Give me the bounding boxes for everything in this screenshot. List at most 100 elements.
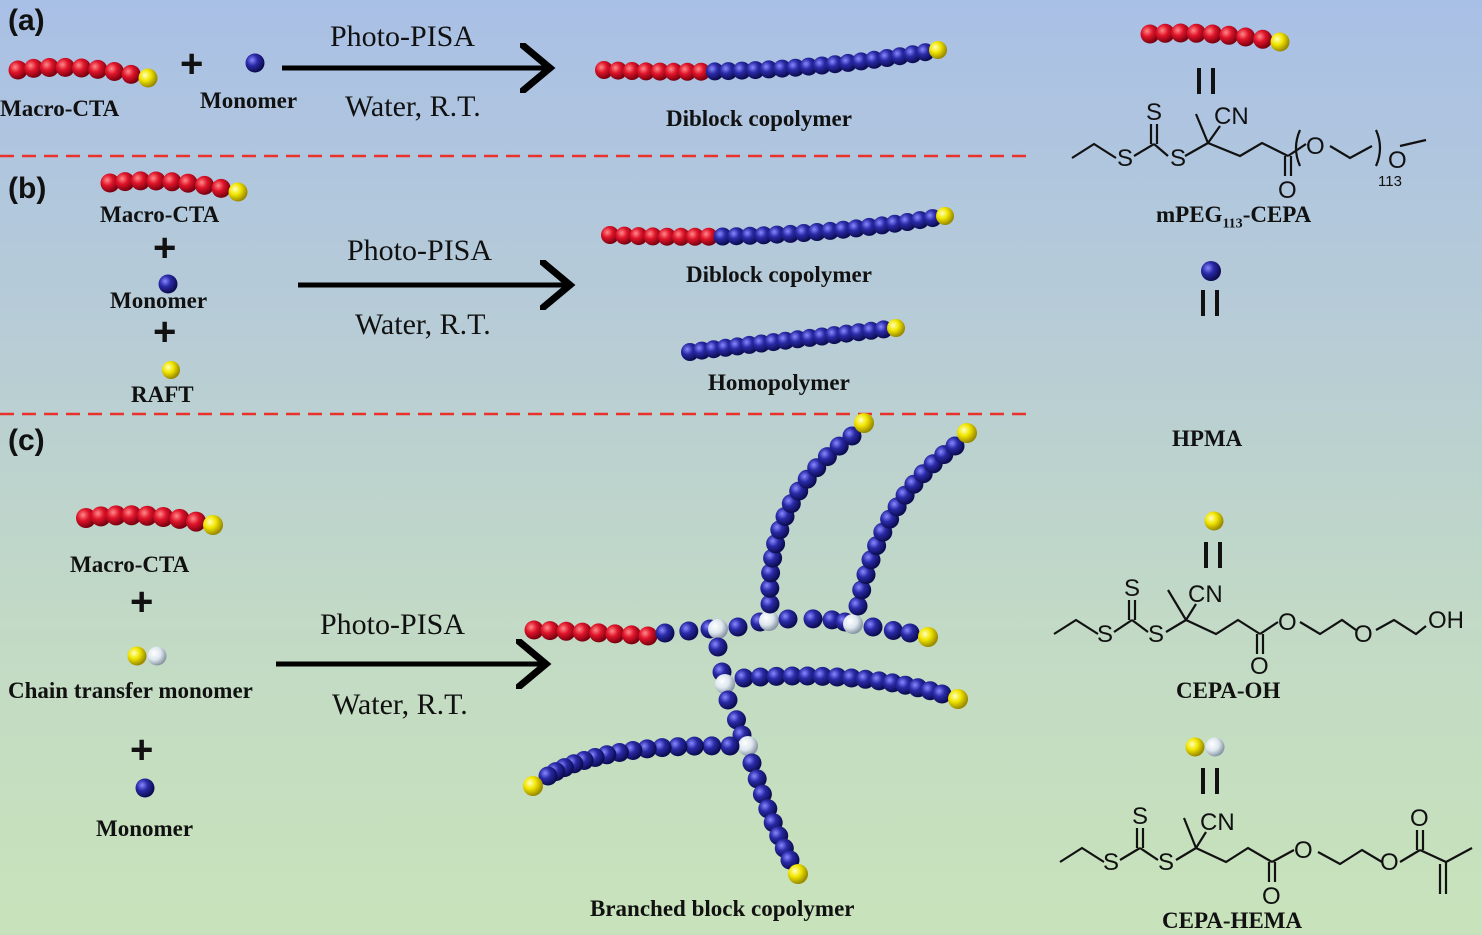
legend-equals-2 bbox=[1201, 290, 1219, 316]
panel-c-arm3-bead bbox=[932, 684, 952, 704]
cepa-oh-atom-o2: O bbox=[1250, 653, 1269, 680]
panel-c-branch-point bbox=[715, 674, 735, 694]
panel-c-branched-blue-bead bbox=[728, 617, 748, 637]
legend-monomer bbox=[1201, 261, 1221, 281]
panel-c-arm4-end bbox=[523, 776, 543, 796]
panel-c-macro-cta-label: Macro-CTA bbox=[70, 552, 190, 577]
panel-c-macro-cta-bead bbox=[137, 505, 158, 526]
panel-c-backbone-bead bbox=[718, 690, 738, 710]
panel-a-macro-cta-bead bbox=[39, 58, 59, 77]
panel-a-macro-cta-bead bbox=[138, 68, 158, 88]
cepa-hema-atom-o3: O bbox=[1380, 849, 1399, 876]
legend-macro-cta-bead bbox=[1186, 23, 1206, 43]
cepa-hema-atom-cn: CN bbox=[1200, 809, 1235, 836]
panel-c-arm4-bead bbox=[668, 737, 688, 757]
panel-c-branch-point bbox=[708, 619, 728, 639]
panel-c-arm2-bead bbox=[945, 436, 965, 456]
panel-c-arm3-bead bbox=[750, 667, 770, 687]
panel-c-arm2-bead bbox=[856, 565, 876, 585]
panel-a-diblock-bead bbox=[637, 62, 655, 81]
panel-a-macro-cta-bead bbox=[88, 59, 108, 79]
panel-c-branched-end bbox=[918, 627, 938, 647]
legend-equals-1 bbox=[1197, 68, 1215, 94]
cepa-oh-atom-o1: O bbox=[1278, 609, 1297, 636]
panel-b-diblock-bead bbox=[686, 227, 704, 246]
cepa-hema-atom-s3: S bbox=[1158, 849, 1174, 876]
panel-b-diblock-bead bbox=[768, 225, 786, 244]
panel-b-diblock-bead bbox=[713, 227, 732, 246]
panel-c-backbone-bead bbox=[727, 710, 746, 730]
panel-a-diblock-bead bbox=[705, 62, 724, 81]
panel-a-diblock-bead bbox=[799, 57, 818, 76]
panel-b-diblock-bead bbox=[794, 224, 813, 242]
panel-c-arm3-bead bbox=[827, 667, 847, 687]
panel-c-arm2-bead bbox=[848, 596, 868, 616]
legend-macro-cta-bead bbox=[1219, 25, 1239, 45]
panel-c-arm5-bead bbox=[752, 784, 772, 804]
panel-b-diblock-bead bbox=[643, 227, 662, 246]
legend-cepa-oh-label: CEPA-OH bbox=[1176, 678, 1281, 703]
panel-c-arm4-bead bbox=[720, 736, 740, 756]
panel-c-arm4-bead bbox=[702, 736, 722, 756]
panel-b-diblock-bead bbox=[754, 226, 773, 245]
panel-c-branched-blue-bead bbox=[655, 623, 675, 643]
panel-b-monomer-label: Monomer bbox=[110, 288, 208, 313]
panel-c-arm3-bead bbox=[782, 666, 802, 686]
panel-a-diblock-bead bbox=[839, 53, 858, 72]
panel-b-diblock-bead bbox=[629, 227, 648, 246]
mpeg-atom-s3: S bbox=[1170, 145, 1186, 172]
cepa-hema-atom-o4: O bbox=[1410, 805, 1429, 832]
panel-c-arm3-bead bbox=[798, 666, 817, 686]
panel-a-diblock-bead bbox=[746, 61, 765, 80]
panel-c-branched-blue-bead bbox=[803, 609, 823, 629]
panel-c-macro-cta-bead bbox=[90, 506, 111, 527]
panel-b-diblock-bead bbox=[847, 219, 866, 238]
panel-a-monomer bbox=[245, 53, 265, 73]
mpeg-atom-o2: O bbox=[1278, 177, 1297, 204]
panel-b-diblock-bead bbox=[615, 226, 634, 245]
panel-b-macro-cta-bead bbox=[100, 173, 120, 193]
cepa-oh-atom-s1: S bbox=[1097, 621, 1113, 648]
panel-b-macro-cta-bead bbox=[146, 171, 166, 191]
legend-macro-cta-bead bbox=[1171, 23, 1191, 43]
panel-b-macro-cta-bead bbox=[131, 171, 150, 191]
panel-c-arm3-bead bbox=[766, 666, 786, 686]
panel-b-diblock-bead bbox=[781, 224, 800, 243]
legend-macro-cta-bead bbox=[1270, 32, 1290, 52]
panel-b-arrow-bottom-text: Water, R.T. bbox=[355, 308, 491, 341]
panel-b-product2-label: Homopolymer bbox=[708, 370, 850, 395]
panel-c-arm3-bead bbox=[842, 668, 861, 688]
panel-c-macro-cta-bead bbox=[186, 511, 207, 532]
cepa-oh-atom-oh: OH bbox=[1428, 607, 1464, 634]
legend-equals-3 bbox=[1204, 542, 1222, 568]
panel-c-product-label: Branched block copolymer bbox=[590, 896, 855, 921]
panel-c-macro-cta-bead bbox=[121, 505, 142, 526]
panel-c-arm2-end bbox=[957, 423, 977, 443]
panel-c-arm5-bead bbox=[747, 769, 767, 789]
panel-b-tag: (b) bbox=[8, 172, 47, 205]
panel-c-branch-point bbox=[843, 614, 863, 634]
panel-a-diblock-bead bbox=[692, 62, 711, 81]
panel-b-homopolymer-bead bbox=[887, 319, 905, 337]
panel-a-monomer-label: Monomer bbox=[200, 88, 298, 113]
panel-c-branched-blue-bead bbox=[900, 623, 920, 643]
legend-equals-4 bbox=[1201, 768, 1219, 794]
panel-c-arm3-end bbox=[948, 689, 968, 709]
panel-c-arm3-bead bbox=[813, 666, 832, 686]
panel-c-branched-red-bead bbox=[524, 620, 544, 640]
panel-a-diblock-bead bbox=[812, 56, 831, 75]
panel-a-macro-cta-bead bbox=[104, 62, 124, 81]
cepa-oh-structure bbox=[1053, 589, 1427, 654]
cepa-hema-structure bbox=[1059, 817, 1473, 894]
panel-b-diblock-bead bbox=[699, 227, 718, 246]
panel-a-arrow-top-text: Photo-PISA bbox=[330, 20, 476, 53]
panel-b-arrow-top-text: Photo-PISA bbox=[347, 234, 493, 267]
panel-a-diblock-bead bbox=[786, 58, 805, 77]
panel-b-macro-cta-bead bbox=[228, 182, 248, 202]
panel-b-diblock-bead bbox=[808, 223, 826, 241]
panel-a-arrow-bottom-text: Water, R.T. bbox=[345, 90, 481, 123]
panel-a-diblock-bead bbox=[732, 61, 751, 80]
panel-c-arrow-bottom-text: Water, R.T. bbox=[332, 688, 468, 721]
panel-b-monomer bbox=[158, 274, 178, 294]
panel-c-arm1-end bbox=[854, 413, 874, 433]
